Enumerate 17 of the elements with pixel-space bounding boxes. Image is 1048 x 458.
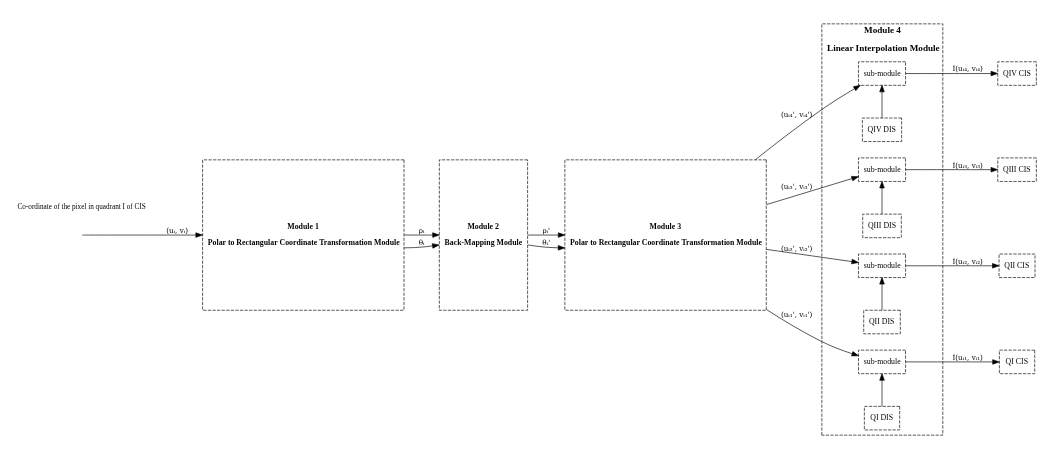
arrow [766, 175, 859, 205]
arrow [905, 166, 998, 172]
arrow [527, 231, 566, 238]
arrow [82, 231, 203, 238]
arrow [905, 262, 1000, 268]
arrow [905, 358, 1000, 365]
arrow [766, 308, 859, 356]
arrow [879, 180, 885, 214]
arrow [403, 242, 440, 248]
arrow [527, 244, 566, 250]
arrow [755, 84, 861, 160]
arrow [879, 372, 885, 407]
arrow [766, 248, 859, 264]
arrow [879, 84, 885, 118]
arrow [403, 231, 440, 238]
arrow [879, 276, 885, 310]
arrow [905, 70, 998, 76]
